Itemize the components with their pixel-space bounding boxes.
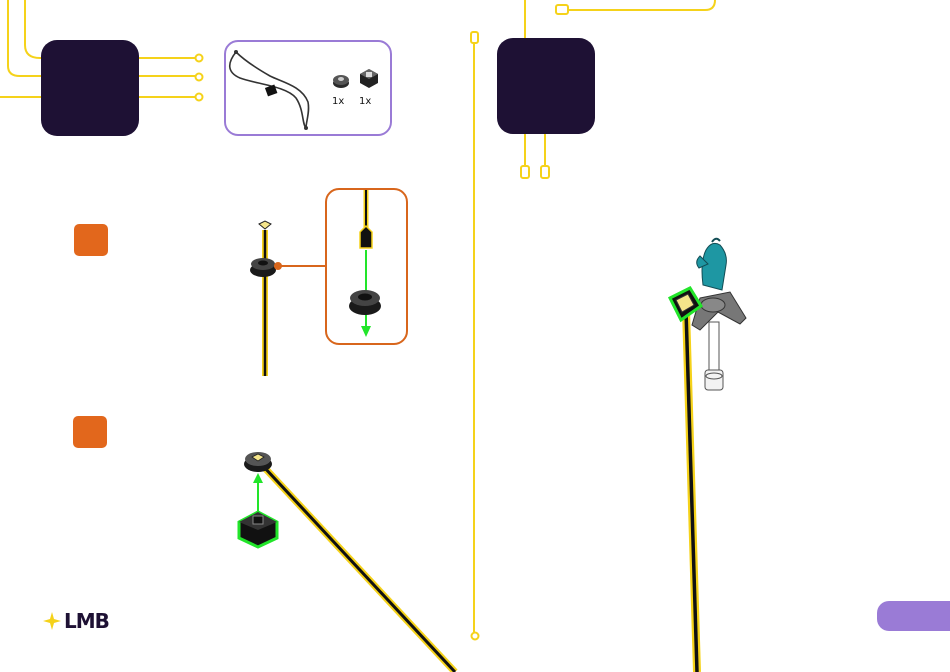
star-icon	[42, 611, 62, 631]
page-tab	[877, 601, 950, 631]
lmb-logo: LMB	[42, 609, 134, 633]
logo-text: LMB	[64, 609, 109, 633]
